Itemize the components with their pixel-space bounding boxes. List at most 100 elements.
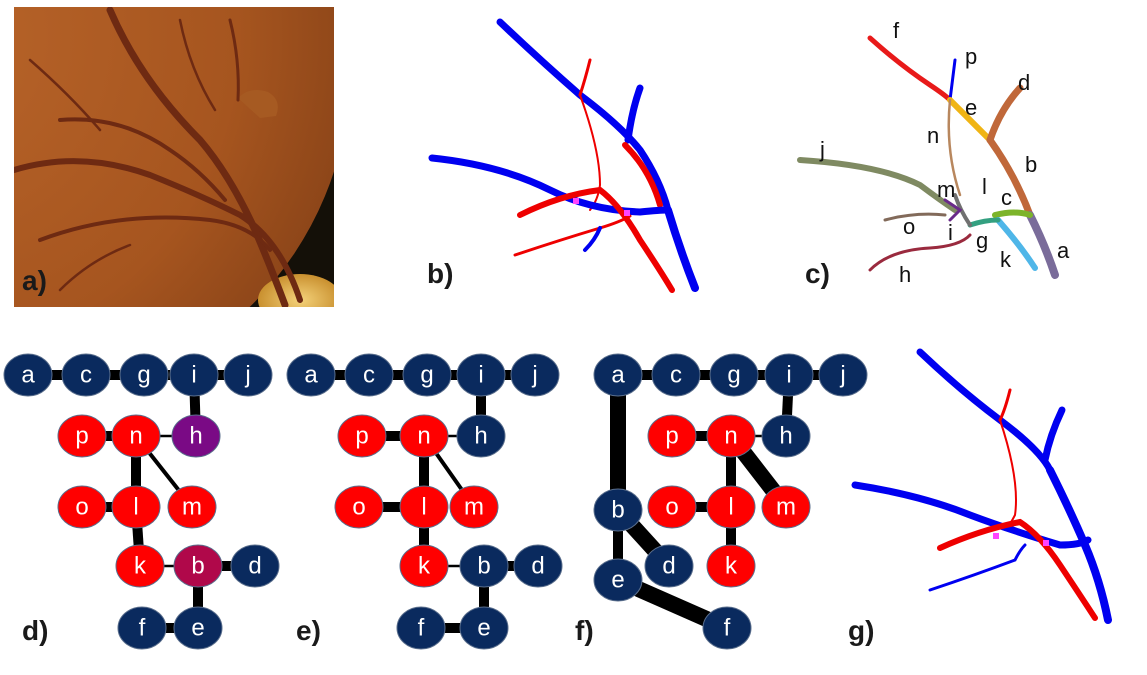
node-shape-l [111,485,161,529]
node-b: b [459,544,509,588]
node-j: j [223,353,273,397]
node-h: h [761,414,811,458]
node-label-l: l [133,494,138,521]
node-label-i: i [786,362,791,389]
node-shape-n [399,414,449,458]
node-label-i: i [191,362,196,389]
node-label-c: c [670,362,682,389]
node-shape-o [334,485,384,529]
node-label-k: k [134,553,147,580]
node-shape-o [647,485,697,529]
node-shape-f [117,606,167,650]
node-c: c [344,353,394,397]
node-label-d: d [248,553,261,580]
node-shape-m [167,485,217,529]
node-f: f [117,606,167,650]
node-shape-n [111,414,161,458]
node-shape-e [173,606,223,650]
node-shape-j [818,353,868,397]
node-label-g: g [727,362,740,389]
node-b: b [173,544,223,588]
node-shape-f [396,606,446,650]
node-shape-c [61,353,111,397]
panel-label-a: a) [22,265,47,296]
node-label-p: p [665,423,678,450]
node-d: d [230,544,280,588]
node-h: h [456,414,506,458]
node-label-k: k [418,553,431,580]
node-label-g: g [137,362,150,389]
node-label-l: l [728,494,733,521]
node-n: n [111,414,161,458]
node-shape-j [510,353,560,397]
node-label-i: i [478,362,483,389]
node-a: a [3,353,53,397]
node-shape-b [459,544,509,588]
node-label-p: p [355,423,368,450]
node-shape-d [513,544,563,588]
node-label-e: e [611,567,624,594]
node-label-m: m [182,494,202,521]
seglabel-a: a [1057,238,1070,263]
seglabel-o: o [903,214,915,239]
node-l: l [706,485,756,529]
node-m: m [167,485,217,529]
node-label-o: o [665,494,678,521]
node-shape-c [651,353,701,397]
node-shape-g [709,353,759,397]
node-p: p [57,414,107,458]
panel-label-f: f) [575,615,594,646]
seglabel-f: f [893,18,900,43]
node-shape-o [57,485,107,529]
node-label-h: h [189,423,202,450]
seglabel-j: j [819,137,825,162]
seglabel-e: e [965,95,977,120]
node-label-b: b [611,497,624,524]
node-label-f: f [139,615,146,642]
node-l: l [111,485,161,529]
node-label-b: b [477,553,490,580]
node-i: i [764,353,814,397]
panel-c-labels: f p d e n j b m l c o i g a k h [819,18,1070,287]
node-c: c [61,353,111,397]
node-f: f [702,606,752,650]
node-shape-h [761,414,811,458]
node-shape-c [344,353,394,397]
panel-g-vessels [851,348,1112,624]
seglabel-i: i [948,220,953,245]
node-label-p: p [75,423,88,450]
seglabel-m: m [937,177,955,202]
node-j: j [510,353,560,397]
seglabel-h: h [899,262,911,287]
node-label-o: o [352,494,365,521]
node-shape-l [706,485,756,529]
node-m: m [449,485,499,529]
node-label-e: e [191,615,204,642]
node-shape-g [119,353,169,397]
seglabel-p: p [965,44,977,69]
seglabel-d: d [1018,70,1030,95]
node-label-f: f [724,615,731,642]
node-shape-j [223,353,273,397]
node-label-d: d [662,553,675,580]
node-label-g: g [420,362,433,389]
node-shape-h [456,414,506,458]
node-d: d [644,544,694,588]
node-j: j [818,353,868,397]
node-h: h [171,414,221,458]
node-label-j: j [839,362,845,389]
node-o: o [647,485,697,529]
node-g: g [402,353,452,397]
node-label-j: j [244,362,250,389]
node-p: p [647,414,697,458]
node-shape-b [173,544,223,588]
node-p: p [337,414,387,458]
node-e: e [173,606,223,650]
node-a: a [593,353,643,397]
node-label-h: h [779,423,792,450]
node-shape-d [230,544,280,588]
node-shape-k [399,544,449,588]
